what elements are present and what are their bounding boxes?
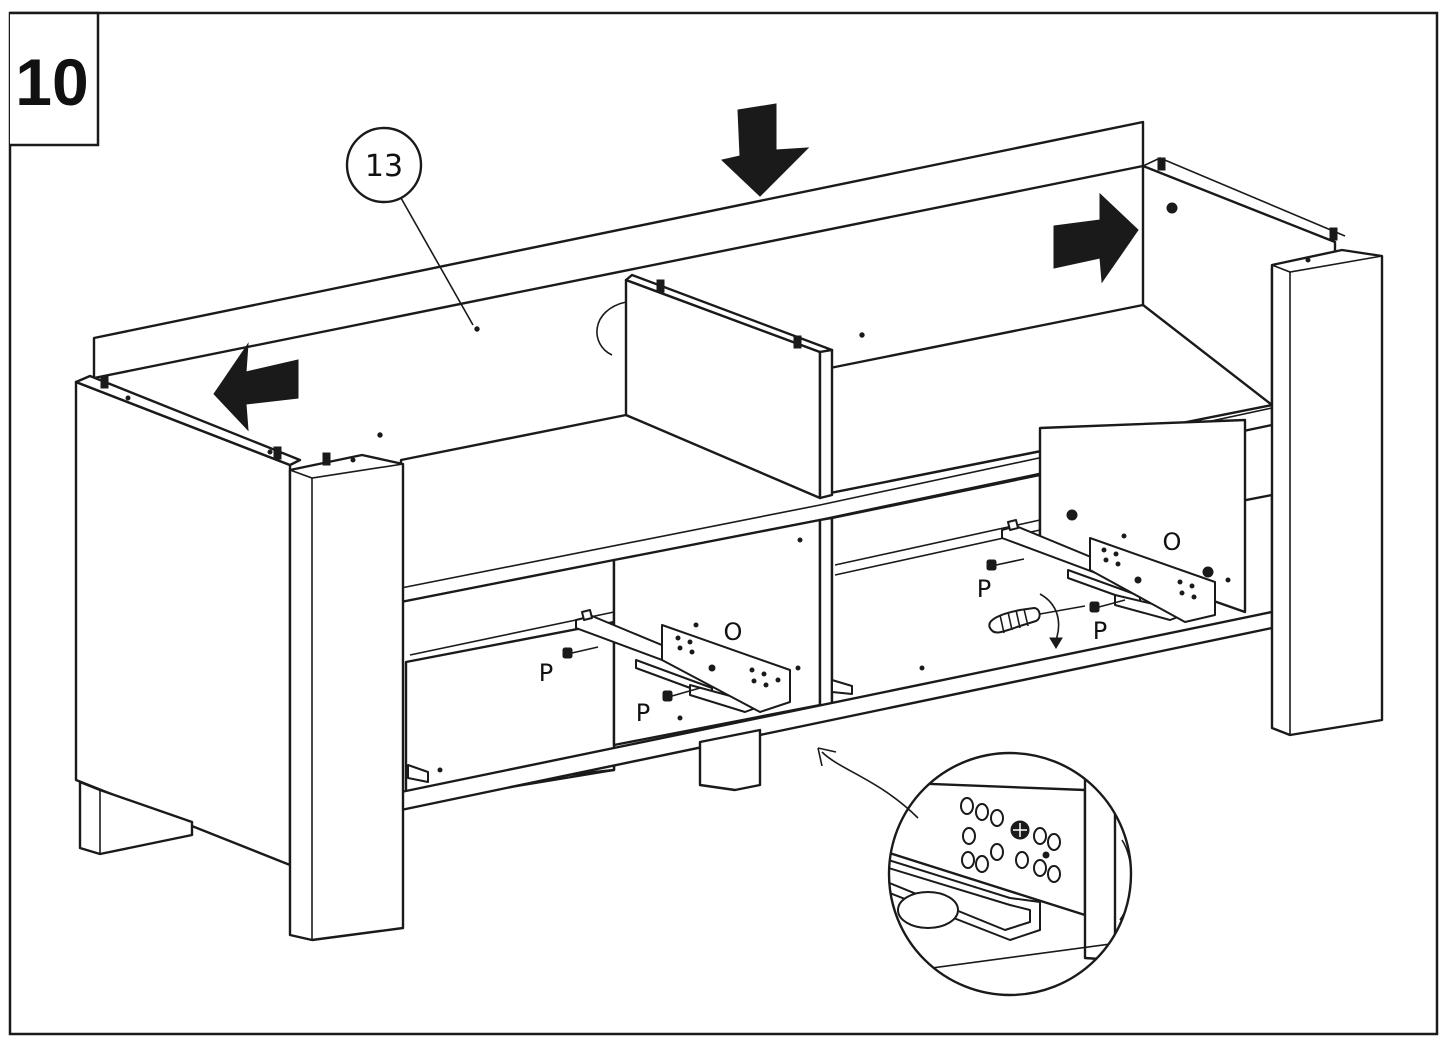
bracket-label-left: O xyxy=(724,618,743,646)
center-divider-upper xyxy=(596,273,834,500)
front-left-leg xyxy=(288,452,405,942)
screw-p-right-lower xyxy=(1089,599,1126,613)
detail-magnifier xyxy=(817,747,1133,997)
front-right-leg xyxy=(1157,157,1384,737)
screw-p-right-upper xyxy=(986,558,1025,571)
step-number: 10 xyxy=(15,45,88,119)
part-number-label: 13 xyxy=(365,149,403,184)
arrow-right-icon xyxy=(1053,192,1139,284)
step-badge-frame xyxy=(10,11,100,147)
screw-label-right-upper: P xyxy=(977,575,991,603)
right-drawer-fitting: O P P xyxy=(977,519,1216,645)
left-side-panel xyxy=(74,374,302,867)
arrow-left-icon xyxy=(213,342,299,432)
screw-p-left-lower xyxy=(662,687,701,702)
page-border xyxy=(8,11,1439,1036)
screw-label-left-upper: P xyxy=(539,659,553,687)
left-drawer-fitting: O P P xyxy=(539,609,801,727)
step-badge: 10 xyxy=(10,11,100,147)
lower-compartments xyxy=(399,418,1274,812)
bracket-label-right: O xyxy=(1163,528,1182,556)
screw-label-left-lower: P xyxy=(636,699,650,727)
part-callout: 13 xyxy=(345,126,474,326)
screwdriver-icon xyxy=(988,593,1086,649)
screw-label-right-lower: P xyxy=(1093,617,1107,645)
center-foot xyxy=(698,728,762,792)
screw-p-left-upper xyxy=(562,646,599,659)
arrow-down-icon xyxy=(720,103,810,197)
